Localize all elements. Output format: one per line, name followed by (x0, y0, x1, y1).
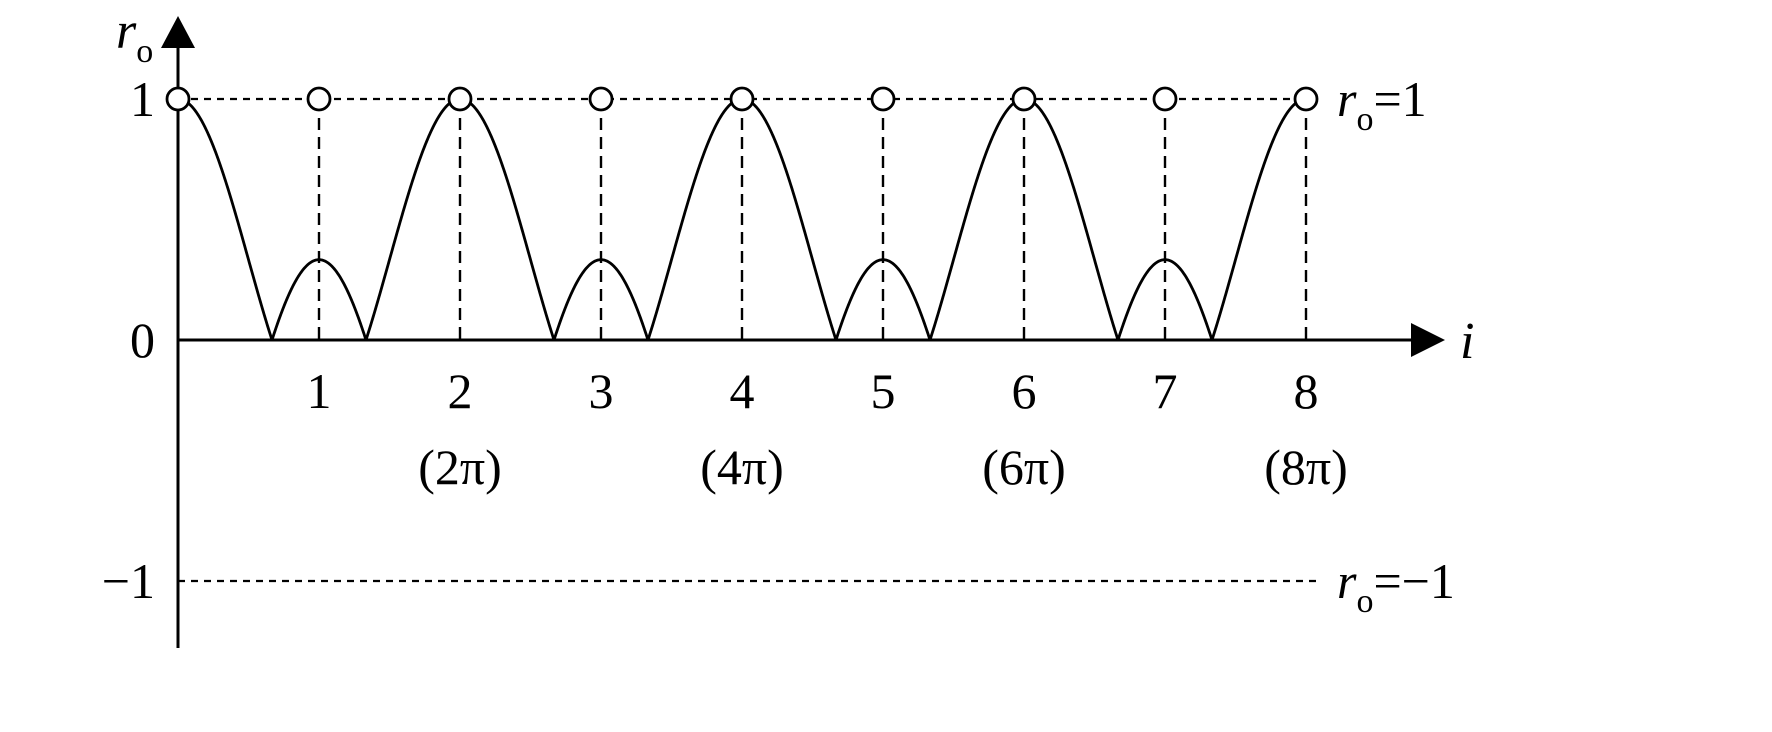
x-tick-label: 6 (1012, 363, 1037, 419)
peak-markers (165, 86, 1319, 112)
x-tick-label: 8 (1294, 363, 1319, 419)
x-tick-label: 7 (1153, 363, 1178, 419)
y-axis-title: ro (116, 3, 153, 70)
x-tick-label: 2 (448, 363, 473, 419)
x-tick-sublabel: (6π) (982, 439, 1066, 495)
axes (161, 16, 1445, 648)
reference-line-label: ro=−1 (1337, 553, 1455, 620)
peak-marker (306, 86, 332, 112)
x-axis-arrow (1411, 323, 1445, 357)
peak-marker (729, 86, 755, 112)
x-axis-title: i (1460, 313, 1474, 370)
peak-marker (588, 86, 614, 112)
reference-line-label: ro=1 (1337, 71, 1427, 138)
x-tick-label: 5 (871, 363, 896, 419)
peak-marker (1152, 86, 1178, 112)
reference-label-sub: o (1356, 583, 1373, 620)
peak-marker (447, 86, 473, 112)
y-tick-label: 0 (130, 312, 155, 368)
reference-label-value: =1 (1373, 71, 1426, 127)
reference-label-var: r (1337, 71, 1357, 127)
reference-label-var: r (1337, 553, 1357, 609)
y-axis-title-sub: o (136, 33, 153, 70)
x-tick-sublabel: (4π) (700, 439, 784, 495)
peak-marker (1293, 86, 1319, 112)
x-tick-label: 4 (730, 363, 755, 419)
reference-label-sub: o (1356, 101, 1373, 138)
reference-label-value: =−1 (1373, 553, 1454, 609)
reference-lines (178, 97, 1318, 583)
x-tick-sublabel: (8π) (1264, 439, 1348, 495)
y-axis-title-var: r (116, 3, 137, 60)
y-axis-arrow (161, 16, 195, 48)
peak-marker (870, 86, 896, 112)
x-tick-label: 1 (307, 363, 332, 419)
x-tick-sublabel: (2π) (418, 439, 502, 495)
y-tick-label: −1 (102, 553, 155, 609)
y-tick-label: 1 (130, 71, 155, 127)
peak-drop-lines (317, 99, 1308, 340)
x-tick-label: 3 (589, 363, 614, 419)
peak-marker (165, 86, 191, 112)
peak-marker (1011, 86, 1037, 112)
